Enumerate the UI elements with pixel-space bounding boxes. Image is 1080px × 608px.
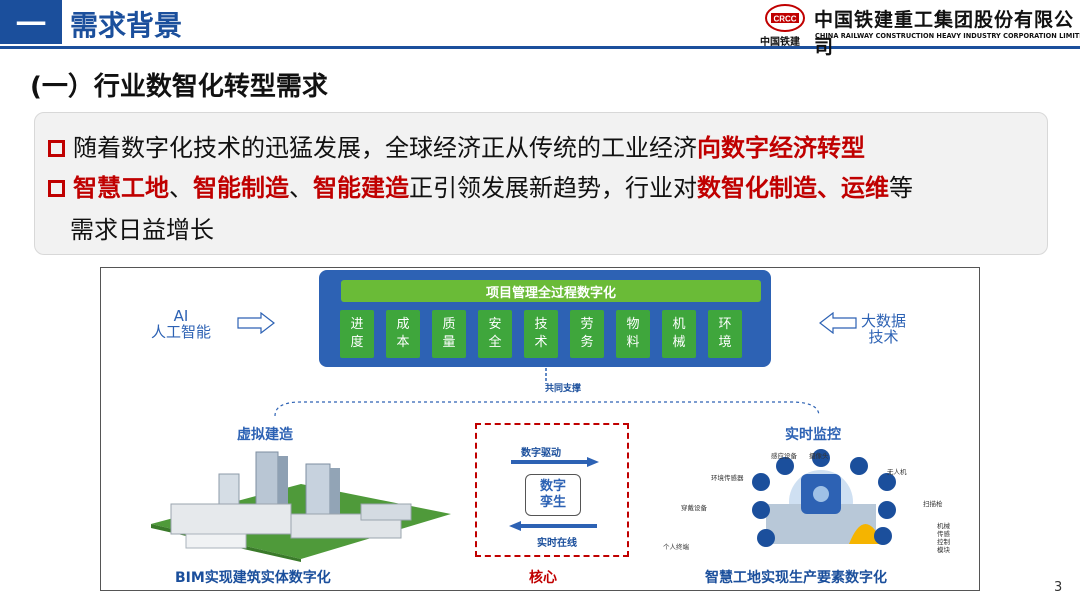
bullet-1: 随着数字化技术的迅猛发展，全球经济正从传统的工业经济向数字经济转型 bbox=[48, 128, 865, 163]
bigdata-label-line1: 大数据 bbox=[861, 312, 907, 330]
bullet-2-sep-2: 、 bbox=[289, 174, 313, 202]
header-divider bbox=[0, 46, 1080, 49]
ai-label-line2: 人工智能 bbox=[151, 323, 212, 341]
core-caption: 核心 bbox=[529, 570, 557, 586]
iot-drone: 无人机 bbox=[887, 468, 907, 476]
iot-machine-sensor-line1: 机械 bbox=[937, 522, 950, 530]
support-connector bbox=[274, 368, 820, 417]
bullet-square-icon bbox=[48, 180, 65, 197]
bullet-2: 智慧工地、智能制造、智能建造正引领发展新趋势，行业对数智化制造、运维等 bbox=[48, 168, 913, 203]
realtime-online-label: 实时在线 bbox=[537, 538, 577, 549]
bigdata-label: 大数据 技术 bbox=[861, 313, 906, 345]
digitalization-diagram: 项目管理全过程数字化 进度 成本 质量 安全 技术 劳务 物料 机械 环境 AI… bbox=[100, 267, 980, 591]
realtime-monitor-title: 实时监控 bbox=[785, 427, 841, 443]
subsection-title: (一）行业数智化转型需求 bbox=[30, 72, 328, 102]
right-arrow-icon bbox=[237, 312, 275, 334]
iot-machine-sensor-line3: 控制 bbox=[937, 538, 950, 546]
section-title: 需求背景 bbox=[70, 9, 183, 42]
iot-machine-sensor-line2: 传感 bbox=[937, 530, 950, 538]
digital-twin-label: 数字 孪生 bbox=[525, 474, 581, 516]
section-number: 一 bbox=[0, 0, 62, 44]
iot-camera: 摄像头 bbox=[809, 452, 829, 460]
iot-scanner: 扫描枪 bbox=[923, 500, 943, 508]
bullet-panel bbox=[34, 112, 1048, 255]
bullet-1-highlight: 向数字经济转型 bbox=[697, 134, 865, 162]
smart-site-caption: 智慧工地实现生产要素数字化 bbox=[705, 570, 887, 586]
project-management-panel: 项目管理全过程数字化 进度 成本 质量 安全 技术 劳务 物料 机械 环境 bbox=[319, 270, 771, 367]
pm-title: 项目管理全过程数字化 bbox=[341, 280, 761, 302]
iot-env-sensor: 环境传感器 bbox=[711, 474, 744, 482]
iot-sensor-device: 感应设备 bbox=[771, 452, 797, 460]
digital-drive-label: 数字驱动 bbox=[521, 448, 561, 459]
logo-sub-text: 中国铁建 bbox=[760, 37, 800, 48]
bullet-2-highlight-2: 智能制造 bbox=[193, 174, 289, 202]
bullet-2-text-2: 等 bbox=[889, 174, 913, 202]
iot-machine-sensor: 机械 传感 控制 模块 bbox=[937, 522, 950, 554]
bullet-2-text-1: 正引领发展新趋势，行业对 bbox=[409, 174, 697, 202]
company-logo-icon: CRCC bbox=[765, 4, 805, 32]
pm-item-materials: 物料 bbox=[616, 310, 650, 358]
bullet-2-highlight-4: 数智化制造、运维 bbox=[697, 174, 889, 202]
left-arrow-icon bbox=[819, 312, 857, 334]
company-name-cn: 中国铁建重工集团股份有限公司 bbox=[814, 9, 1075, 58]
smart-site-illustration bbox=[752, 449, 896, 547]
bullet-2-sep-1: 、 bbox=[169, 174, 193, 202]
ai-label-line1: AI bbox=[173, 307, 189, 325]
pm-item-progress: 进度 bbox=[340, 310, 374, 358]
company-name-en: CHINA RAILWAY CONSTRUCTION HEAVY INDUSTR… bbox=[815, 32, 1080, 40]
realtime-online-arrow-icon bbox=[509, 521, 597, 531]
ai-label: AI 人工智能 bbox=[151, 308, 211, 340]
bullet-2-highlight-1: 智慧工地 bbox=[73, 174, 169, 202]
pm-item-quality: 质量 bbox=[432, 310, 466, 358]
pm-item-labor: 劳务 bbox=[570, 310, 604, 358]
iot-personal-terminal: 个人终端 bbox=[663, 543, 689, 551]
pm-item-safety: 安全 bbox=[478, 310, 512, 358]
bim-caption: BIM实现建筑实体数字化 bbox=[175, 570, 331, 586]
pm-item-machinery: 机械 bbox=[662, 310, 696, 358]
bullet-square-icon bbox=[48, 140, 65, 157]
bim-building-illustration bbox=[151, 451, 451, 562]
iot-machine-sensor-line4: 模块 bbox=[937, 546, 950, 554]
bigdata-label-line2: 技术 bbox=[868, 328, 899, 346]
pm-item-cost: 成本 bbox=[386, 310, 420, 358]
bullet-2-continued: 需求日益增长 bbox=[70, 216, 214, 244]
virtual-build-title: 虚拟建造 bbox=[237, 427, 293, 443]
logo-mark-text: CRCC bbox=[773, 15, 796, 24]
bullet-1-text: 随着数字化技术的迅猛发展，全球经济正从传统的工业经济 bbox=[73, 134, 697, 162]
digital-drive-arrow-icon bbox=[511, 457, 599, 467]
page-number: 3 bbox=[1054, 580, 1063, 595]
core-digital-twin-box bbox=[475, 423, 629, 557]
pm-item-environment: 环境 bbox=[708, 310, 742, 358]
support-label: 共同支撑 bbox=[545, 384, 582, 394]
iot-wearable: 穿戴设备 bbox=[681, 504, 707, 512]
pm-item-technology: 技术 bbox=[524, 310, 558, 358]
bullet-2-highlight-3: 智能建造 bbox=[313, 174, 409, 202]
